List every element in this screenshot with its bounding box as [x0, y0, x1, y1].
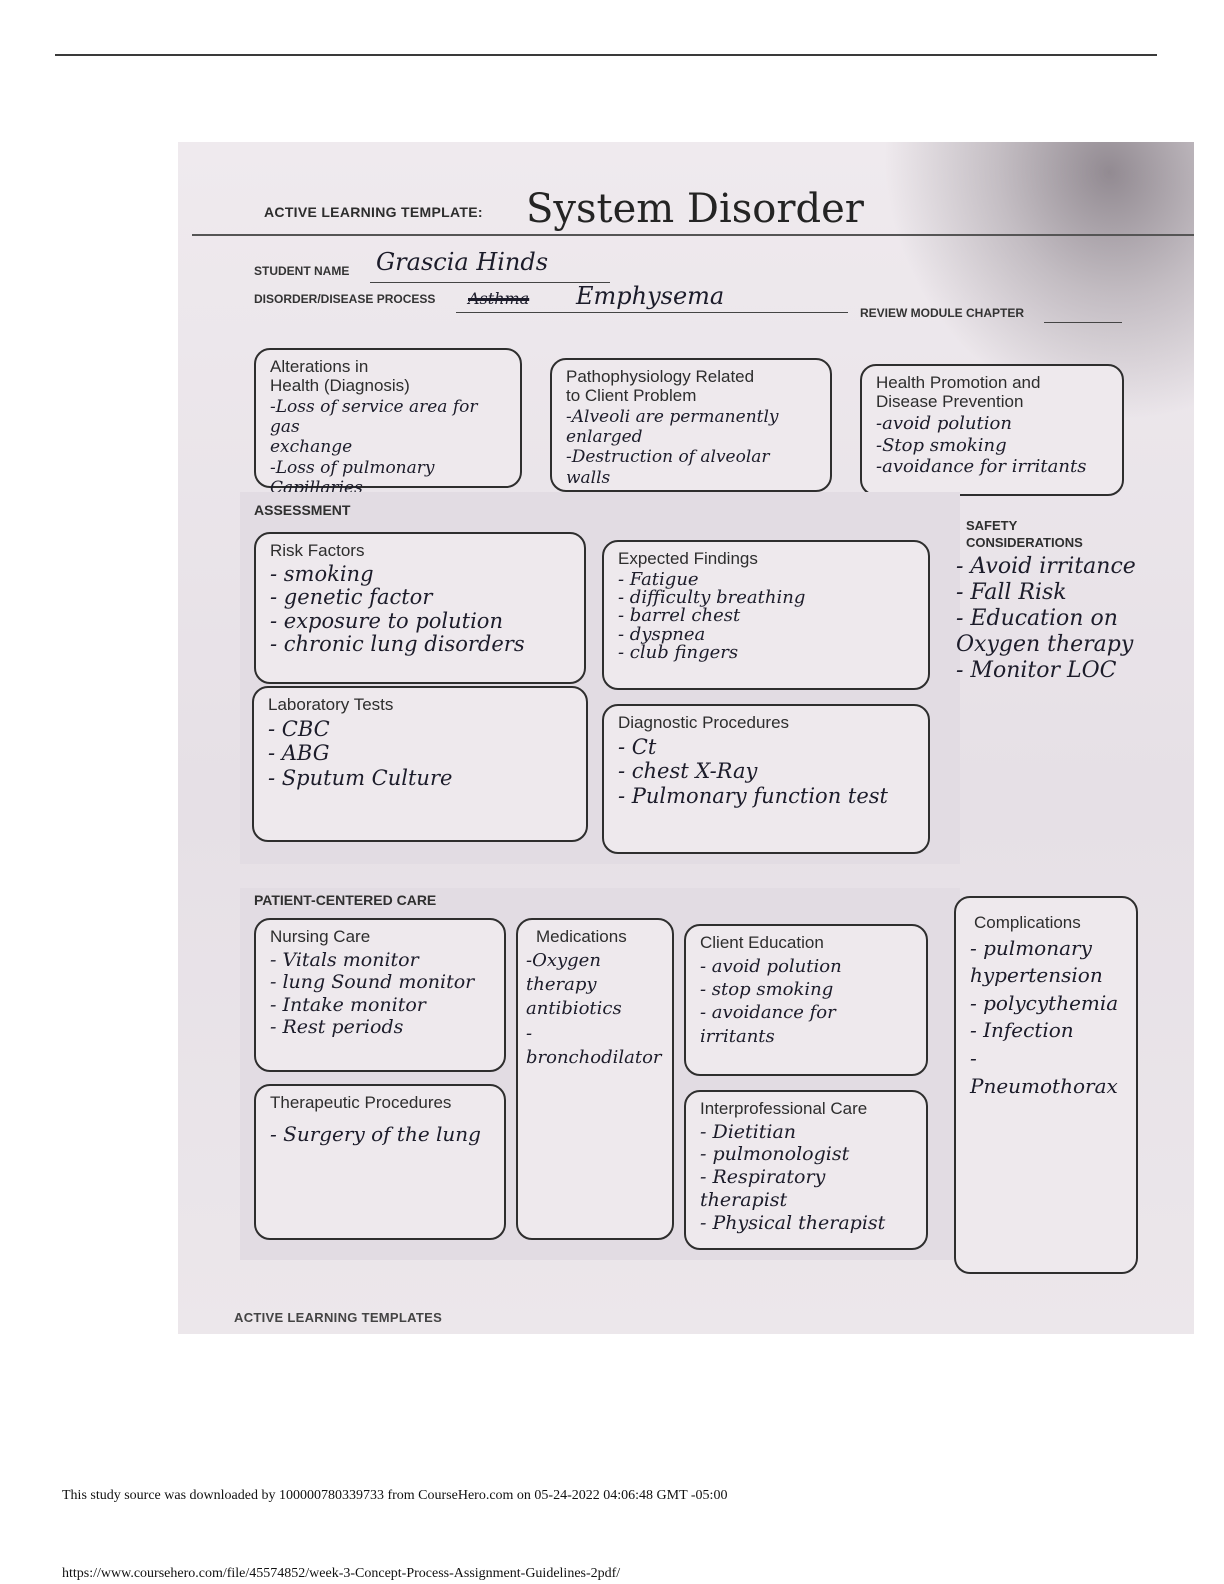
nursing-care-text: - Vitals monitor - lung Sound monitor - …	[270, 948, 475, 1038]
alterations-box[interactable]: Alterations in Health (Diagnosis) -Loss …	[254, 348, 522, 518]
disorder-label: DISORDER/DISEASE PROCESS	[254, 292, 436, 306]
safety-considerations-title: SAFETY CONSIDERATIONS	[966, 518, 1083, 550]
pathophysiology-title: Pathophysiology Related to Client Proble…	[566, 367, 755, 405]
review-chapter-line	[1044, 322, 1122, 323]
medications-text: -Oxygen therapy antibiotics -bronchodila…	[526, 949, 662, 1068]
client-education-box[interactable]: Client Education - avoid polution - stop…	[684, 924, 928, 1076]
health-promotion-text: -avoid polution -Stop smoking -avoidance…	[876, 413, 1087, 477]
review-chapter-label: REVIEW MODULE CHAPTER	[860, 306, 1025, 320]
laboratory-tests-box[interactable]: Laboratory Tests - CBC - ABG - Sputum Cu…	[252, 686, 588, 842]
template-title: System Disorder	[526, 186, 864, 232]
diagnostic-procedures-title: Diagnostic Procedures	[618, 713, 790, 732]
health-promotion-box[interactable]: Health Promotion and Disease Prevention …	[860, 364, 1124, 496]
template-label: ACTIVE LEARNING TEMPLATE:	[264, 204, 483, 220]
expected-findings-title: Expected Findings	[618, 549, 758, 568]
pathophysiology-box[interactable]: Pathophysiology Related to Client Proble…	[550, 358, 832, 492]
assessment-label: ASSESSMENT	[254, 502, 351, 518]
title-rule	[192, 234, 1194, 236]
top-rule	[55, 54, 1157, 56]
expected-findings-text: - Fatigue - difficulty breathing - barre…	[618, 568, 806, 664]
therapeutic-procedures-text: - Surgery of the lung	[270, 1121, 481, 1146]
scanned-template: ACTIVE LEARNING TEMPLATE: System Disorde…	[178, 142, 1194, 1334]
student-name-line	[370, 282, 610, 283]
therapeutic-procedures-box[interactable]: Therapeutic Procedures - Surgery of the …	[254, 1084, 506, 1240]
safety-considerations-text[interactable]: - Avoid irritance - Fall Risk - Educatio…	[956, 554, 1136, 683]
expected-findings-box[interactable]: Expected Findings - Fatigue - difficulty…	[602, 540, 930, 690]
student-name-label: STUDENT NAME	[254, 264, 350, 278]
client-education-title: Client Education	[700, 933, 824, 952]
medications-box[interactable]: Medications -Oxygen therapy antibiotics …	[516, 918, 674, 1240]
nursing-care-box[interactable]: Nursing Care - Vitals monitor - lung Sou…	[254, 918, 506, 1072]
complications-text: - pulmonary hypertension - polycythemia …	[970, 935, 1119, 1098]
therapeutic-procedures-title: Therapeutic Procedures	[270, 1093, 452, 1112]
patient-centered-care-label: PATIENT-CENTERED CARE	[254, 892, 437, 908]
disorder-line	[456, 312, 848, 313]
pathophysiology-text: -Alveoli are permanently enlarged -Destr…	[566, 407, 779, 488]
laboratory-tests-title: Laboratory Tests	[268, 695, 394, 714]
disorder-value[interactable]: Emphysema	[576, 282, 725, 310]
diagnostic-procedures-box[interactable]: Diagnostic Procedures - Ct - chest X-Ray…	[602, 704, 930, 854]
source-note: This study source was downloaded by 1000…	[62, 1488, 728, 1503]
risk-factors-box[interactable]: Risk Factors - smoking - genetic factor …	[254, 532, 586, 684]
client-education-text: - avoid polution - stop smoking - avoida…	[700, 955, 842, 1047]
disorder-struck-value: Asthma	[468, 289, 530, 308]
nursing-care-title: Nursing Care	[270, 927, 371, 946]
risk-factors-text: - smoking - genetic factor - exposure to…	[270, 561, 525, 657]
student-name-value[interactable]: Grascia Hinds	[376, 248, 549, 276]
health-promotion-title: Health Promotion and Disease Prevention	[876, 373, 1041, 411]
risk-factors-title: Risk Factors	[270, 541, 365, 560]
source-url[interactable]: https://www.coursehero.com/file/45574852…	[62, 1566, 621, 1581]
laboratory-tests-text: - CBC - ABG - Sputum Culture	[268, 716, 453, 791]
interprofessional-care-box[interactable]: Interprofessional Care - Dietitian - pul…	[684, 1090, 928, 1250]
medications-title: Medications	[536, 927, 627, 946]
interprofessional-care-text: - Dietitian - pulmonologist - Respirator…	[700, 1120, 886, 1234]
diagnostic-procedures-text: - Ct - chest X-Ray - Pulmonary function …	[618, 734, 888, 809]
complications-box[interactable]: Complications - pulmonary hypertension -…	[954, 896, 1138, 1274]
complications-title: Complications	[974, 913, 1081, 932]
interprofessional-care-title: Interprofessional Care	[700, 1099, 868, 1118]
alterations-title: Alterations in Health (Diagnosis)	[270, 357, 410, 395]
footer-template-label: ACTIVE LEARNING TEMPLATES	[234, 1310, 443, 1325]
